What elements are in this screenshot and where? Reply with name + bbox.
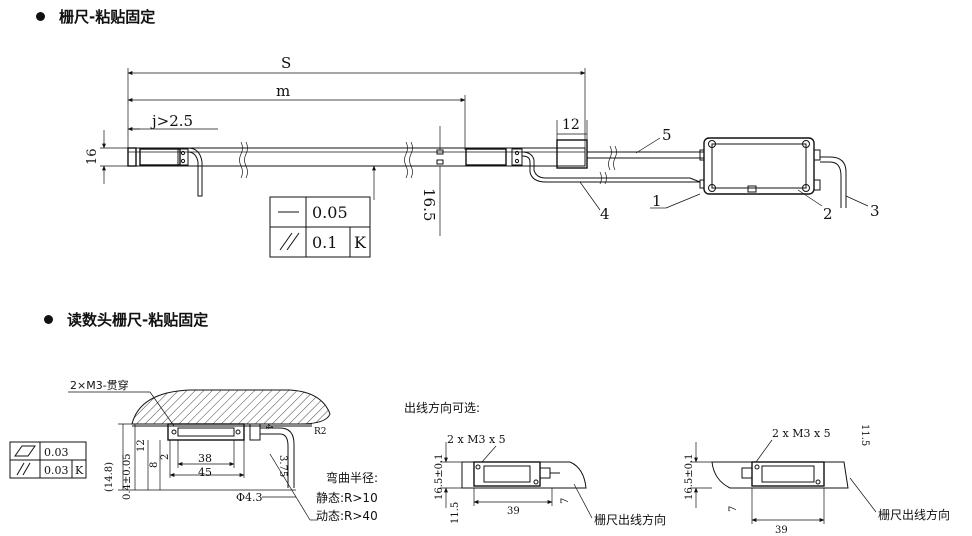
s2-dim-12: 12 <box>136 439 147 452</box>
bullet-icon <box>44 315 53 324</box>
section1-title-text: 栅尺-粘贴固定 <box>59 8 156 26</box>
view-b-label: 栅尺出线方向 <box>878 507 950 522</box>
parallelism-icon <box>279 232 300 251</box>
dim-16-5-label: 16.5 <box>420 188 438 221</box>
bend-static: 静态:R>10 <box>316 491 378 505</box>
view-a-dim-39: 39 <box>507 506 520 517</box>
tol1-ref: K <box>354 233 367 252</box>
tol1-flat-value: 0.05 <box>312 203 348 222</box>
s2-dim-8: 8 <box>149 462 160 468</box>
s2-dim-38: 38 <box>198 452 212 465</box>
dim-16-label: 16 <box>85 148 100 165</box>
reading-head-right <box>465 148 507 166</box>
tol1-par-value: 0.1 <box>312 233 337 252</box>
view-a-dim-11-5: 11.5 <box>450 502 461 524</box>
dim-s-label: S <box>281 54 291 72</box>
view-b-dim-39: 39 <box>775 525 788 536</box>
tol2-ref: K <box>75 464 84 477</box>
section2-title: 读数头栅尺-粘贴固定 <box>44 309 208 330</box>
s2-dim-45: 45 <box>198 466 212 479</box>
tol2-flat-value: 0.03 <box>44 446 69 459</box>
view-a-holes: 2 x M3 x 5 <box>447 433 506 446</box>
dim-j-label: j>2.5 <box>150 112 193 130</box>
exit-view-a: 2 x M3 x 5 16.5±0.1 11.5 39 7 栅尺出线方向 <box>434 433 666 527</box>
view-b-holes: 2 x M3 x 5 <box>772 427 831 440</box>
view-a-dim-7: 7 <box>560 498 571 504</box>
bullet-icon <box>36 12 45 21</box>
view-b-dim-16-5: 16.5±0.1 <box>684 453 695 500</box>
scale-side-view: S m j>2.5 16 <box>85 54 704 258</box>
bend-dynamic: 动态:R>40 <box>316 509 378 523</box>
section1-title: 栅尺-粘贴固定 <box>36 6 155 27</box>
s2-dim-phi: Φ4.3 <box>236 491 263 504</box>
exit-options-title: 出线方向可选: <box>404 400 480 415</box>
callouts: 1 2 3 4 5 <box>579 126 880 223</box>
s2-dim-4: 4 <box>263 424 273 430</box>
s2-dim-r2: R2 <box>314 427 327 437</box>
s2-holes-label: 2×M3-贯穿 <box>70 378 129 392</box>
dim-12-label: 12 <box>562 117 580 133</box>
exit-view-b: 2 x M3 x 5 16.5±0.1 11.5 7 39 栅尺出线方向 <box>684 424 950 536</box>
callout-2: 2 <box>823 205 833 223</box>
view-b-dim-11-5: 11.5 <box>859 424 870 446</box>
view-a-dim-16-5: 16.5±0.1 <box>434 453 445 500</box>
s2-dim-0-4: 0.4±0.05 <box>122 453 133 500</box>
view-a-label: 栅尺出线方向 <box>594 512 666 527</box>
callout-1: 1 <box>652 192 662 210</box>
s2-dim-2: 2 <box>160 454 171 460</box>
dim-m-label: m <box>276 82 290 100</box>
head-detail-view: 2×M3-贯穿 (14.8) 0.4±0.05 12 8 2 <box>9 378 378 523</box>
tol2-par-value: 0.03 <box>44 464 69 477</box>
s2-dim-14-8: (14.8) <box>104 462 115 492</box>
s2-dim-3-75: 3.75 <box>277 455 288 477</box>
section2-title-text: 读数头栅尺-粘贴固定 <box>67 311 209 329</box>
junction-box <box>699 137 847 208</box>
bend-title: 弯曲半径: <box>326 470 378 485</box>
reading-head-left <box>139 148 181 166</box>
end-block <box>556 139 588 169</box>
callout-4: 4 <box>600 205 610 223</box>
callout-3: 3 <box>870 202 880 220</box>
view-b-dim-7: 7 <box>728 506 739 512</box>
parallelism-icon <box>16 462 31 476</box>
callout-5: 5 <box>662 126 672 144</box>
s2-reading-head <box>167 423 245 441</box>
flatness-icon <box>14 445 36 457</box>
